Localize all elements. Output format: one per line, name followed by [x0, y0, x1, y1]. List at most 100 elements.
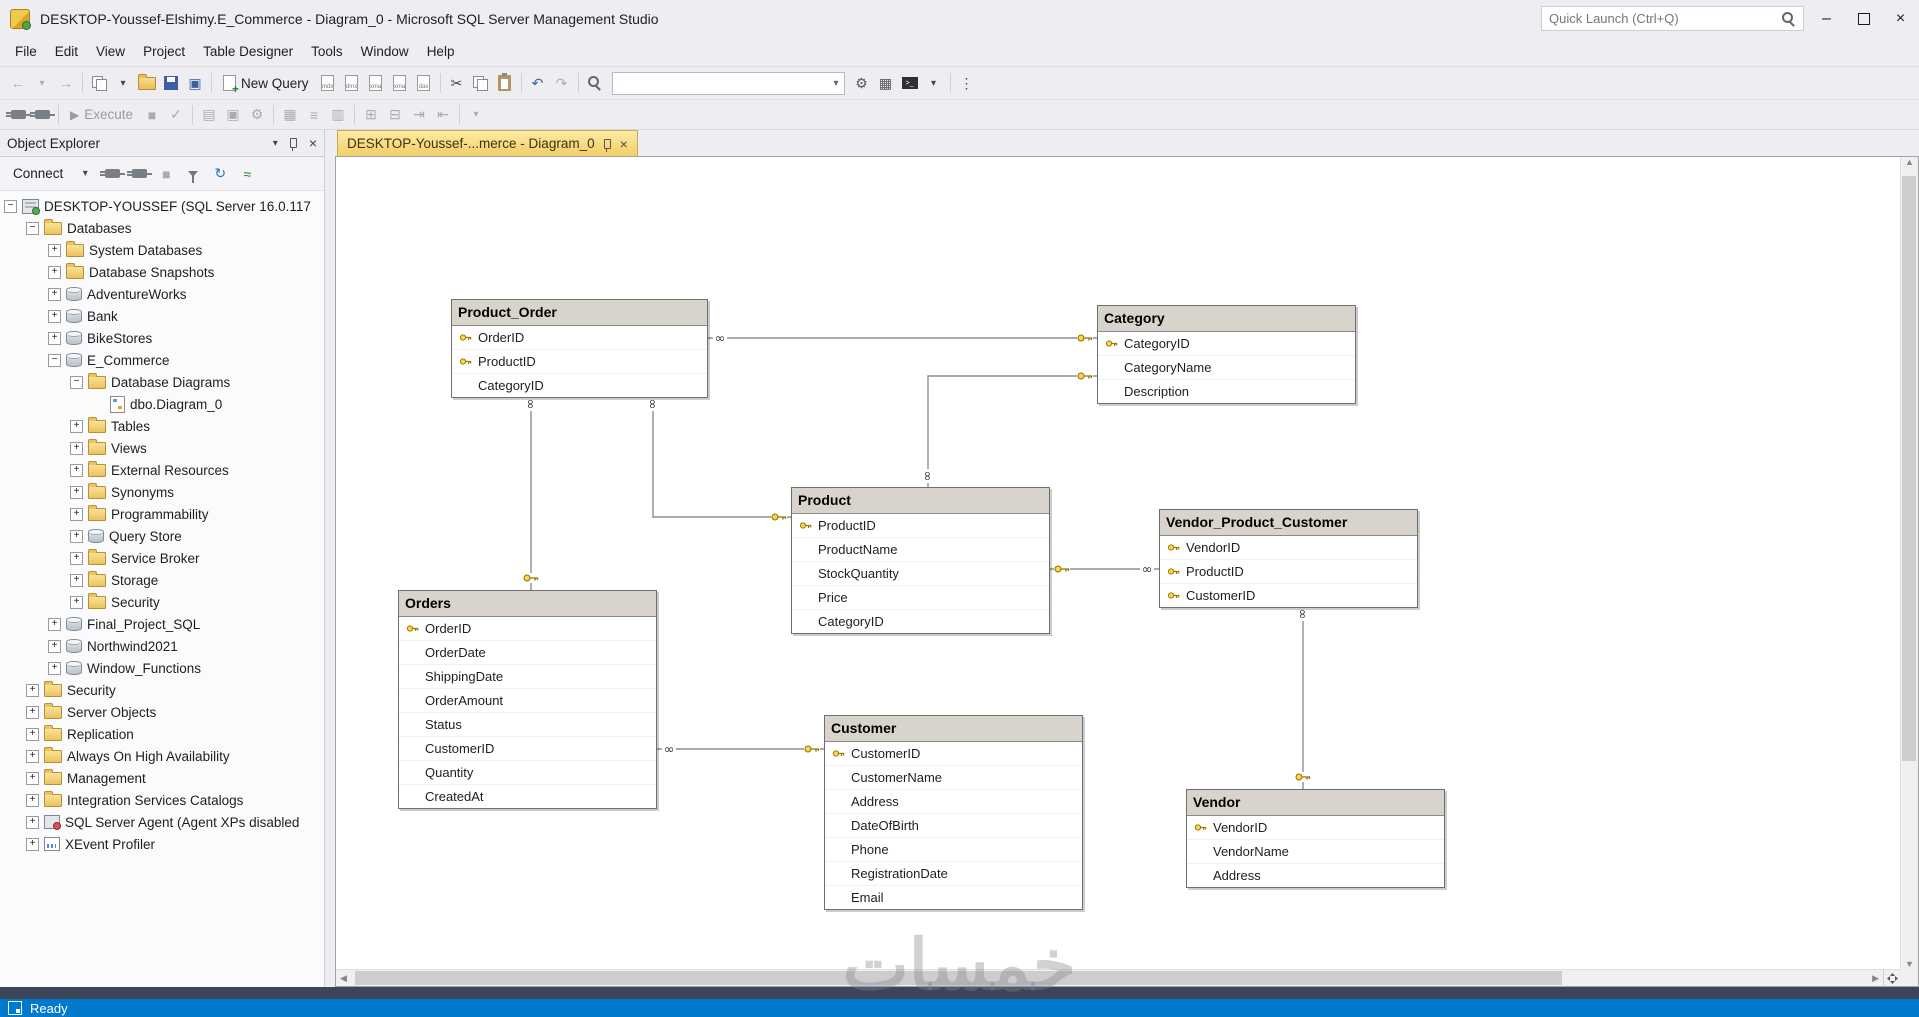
relationship-line-category-product[interactable] [927, 375, 1097, 487]
table-column-row[interactable]: ProductID [452, 350, 707, 374]
tree-item-security[interactable]: +Security [0, 679, 324, 701]
table-column-row[interactable]: Status [399, 713, 656, 737]
expand-icon[interactable]: + [26, 683, 39, 697]
undo-icon[interactable]: ↶ [531, 74, 544, 91]
tree-item-external-resources[interactable]: +External Resources [0, 459, 324, 481]
new-xmla-query-icon-2[interactable]: xma [388, 71, 412, 95]
tree-item-synonyms[interactable]: +Synonyms [0, 481, 324, 503]
filter-icon[interactable] [181, 162, 205, 186]
cancel-query-icon[interactable]: ■ [147, 106, 157, 123]
table-column-row[interactable]: OrderID [399, 617, 656, 641]
window-position-icon[interactable]: ▾ [272, 137, 278, 149]
nav-backward-icon[interactable]: ← [11, 75, 25, 91]
tree-item-service-broker[interactable]: +Service Broker [0, 547, 324, 569]
diagram-pan-button[interactable] [1883, 969, 1901, 986]
query-options-icon[interactable]: ⚙ [250, 106, 264, 122]
collapse-icon[interactable]: − [26, 221, 39, 235]
expand-icon[interactable]: + [48, 661, 61, 675]
table-column-row[interactable]: DateOfBirth [825, 814, 1082, 838]
disconnect-icon[interactable] [126, 162, 152, 186]
scroll-left-icon[interactable]: ◀ [340, 972, 347, 983]
menu-project[interactable]: Project [143, 44, 186, 59]
relationship-line-product-product-order[interactable] [652, 393, 791, 518]
new-project-dropdown-icon[interactable]: ▾ [120, 77, 126, 89]
tree-item-database-diagrams[interactable]: −Database Diagrams [0, 371, 324, 393]
vertical-scrollbar[interactable]: ▲ ▼ [1900, 157, 1918, 969]
connect-button[interactable]: Connect [6, 162, 70, 186]
restore-button[interactable] [1845, 0, 1882, 37]
copy-icon[interactable] [469, 71, 493, 95]
table-column-row[interactable]: CustomerName [825, 766, 1082, 790]
table-column-row[interactable]: OrderID [452, 326, 707, 350]
tree-item-tables[interactable]: +Tables [0, 415, 324, 437]
command-window-icon[interactable]: >_ [898, 71, 922, 95]
table-title[interactable]: Product_Order [452, 300, 707, 326]
results-to-file-icon[interactable]: ▥ [331, 106, 345, 122]
results-to-text-icon[interactable]: ≡ [309, 106, 319, 123]
new-dmx-query-icon[interactable]: dmx [340, 71, 364, 95]
tree-item-integration-services-catalogs[interactable]: +Integration Services Catalogs [0, 789, 324, 811]
expand-icon[interactable]: + [26, 727, 39, 741]
expand-icon[interactable]: + [26, 837, 39, 851]
paste-icon[interactable] [493, 71, 517, 95]
stop-icon[interactable]: ■ [162, 165, 171, 182]
expand-icon[interactable]: + [70, 507, 83, 521]
table-title[interactable]: Vendor [1187, 790, 1444, 816]
tree-item-databases[interactable]: −Databases [0, 217, 324, 239]
menu-window[interactable]: Window [360, 44, 409, 59]
tree-item-always-on-high-availability[interactable]: +Always On High Availability [0, 745, 324, 767]
indent-icon[interactable]: ⇥ [413, 106, 425, 122]
expand-icon[interactable]: + [48, 287, 61, 301]
table-column-row[interactable]: ProductID [1160, 560, 1417, 584]
tree-item-programmability[interactable]: +Programmability [0, 503, 324, 525]
table-column-row[interactable]: CustomerID [825, 742, 1082, 766]
menu-tools[interactable]: Tools [311, 44, 343, 59]
new-dax-query-icon[interactable]: dax [412, 71, 436, 95]
activity-monitor-icon[interactable]: ≈ [243, 165, 252, 182]
close-button[interactable]: × [1895, 9, 1906, 27]
table-title[interactable]: Product [792, 488, 1049, 514]
new-project-icon[interactable] [87, 71, 111, 95]
comment-icon[interactable]: ⊞ [365, 106, 377, 122]
toolbar2-dropdown-icon[interactable]: ▾ [473, 109, 479, 120]
intellisense-icon[interactable]: ▣ [226, 106, 240, 122]
expand-icon[interactable]: + [70, 573, 83, 587]
expand-icon[interactable]: + [70, 419, 83, 433]
menu-table-designer[interactable]: Table Designer [203, 44, 294, 59]
toolbar-combo-dropdown-icon[interactable]: ▾ [833, 77, 839, 89]
tree-item-e-commerce[interactable]: −E_Commerce [0, 349, 324, 371]
expand-icon[interactable]: + [48, 309, 61, 323]
tab-diagram[interactable]: DESKTOP-Youssef-...merce - Diagram_0 × [337, 130, 638, 156]
expand-icon[interactable]: + [26, 749, 39, 763]
table-column-row[interactable]: Description [1098, 380, 1355, 403]
tab-pin-icon[interactable] [603, 138, 611, 152]
menu-file[interactable]: File [15, 44, 37, 59]
scroll-right-icon[interactable]: ▶ [1872, 972, 1879, 983]
table-column-row[interactable]: ShippingDate [399, 665, 656, 689]
tree-item-final-project-sql[interactable]: +Final_Project_SQL [0, 613, 324, 635]
new-xmla-query-icon[interactable]: xma [364, 71, 388, 95]
save-icon[interactable] [159, 71, 183, 95]
collapse-icon[interactable]: − [4, 199, 17, 213]
save-all-icon[interactable]: ▣ [188, 74, 202, 91]
expand-icon[interactable]: + [26, 771, 39, 785]
tree-item-dbo-diagram-0[interactable]: dbo.Diagram_0 [0, 393, 324, 415]
table-column-row[interactable]: CreatedAt [399, 785, 656, 808]
collapse-icon[interactable]: − [48, 353, 61, 367]
estimated-plan-icon[interactable]: ▤ [202, 106, 216, 122]
expand-icon[interactable]: + [48, 617, 61, 631]
table-column-row[interactable]: Address [825, 790, 1082, 814]
table-column-row[interactable]: VendorID [1160, 536, 1417, 560]
nav-forward-icon[interactable]: → [59, 75, 73, 91]
expand-icon[interactable]: + [26, 793, 39, 807]
table-column-row[interactable]: Address [1187, 864, 1444, 887]
menu-help[interactable]: Help [426, 44, 455, 59]
table-column-row[interactable]: CategoryID [452, 374, 707, 397]
table-column-row[interactable]: VendorName [1187, 840, 1444, 864]
